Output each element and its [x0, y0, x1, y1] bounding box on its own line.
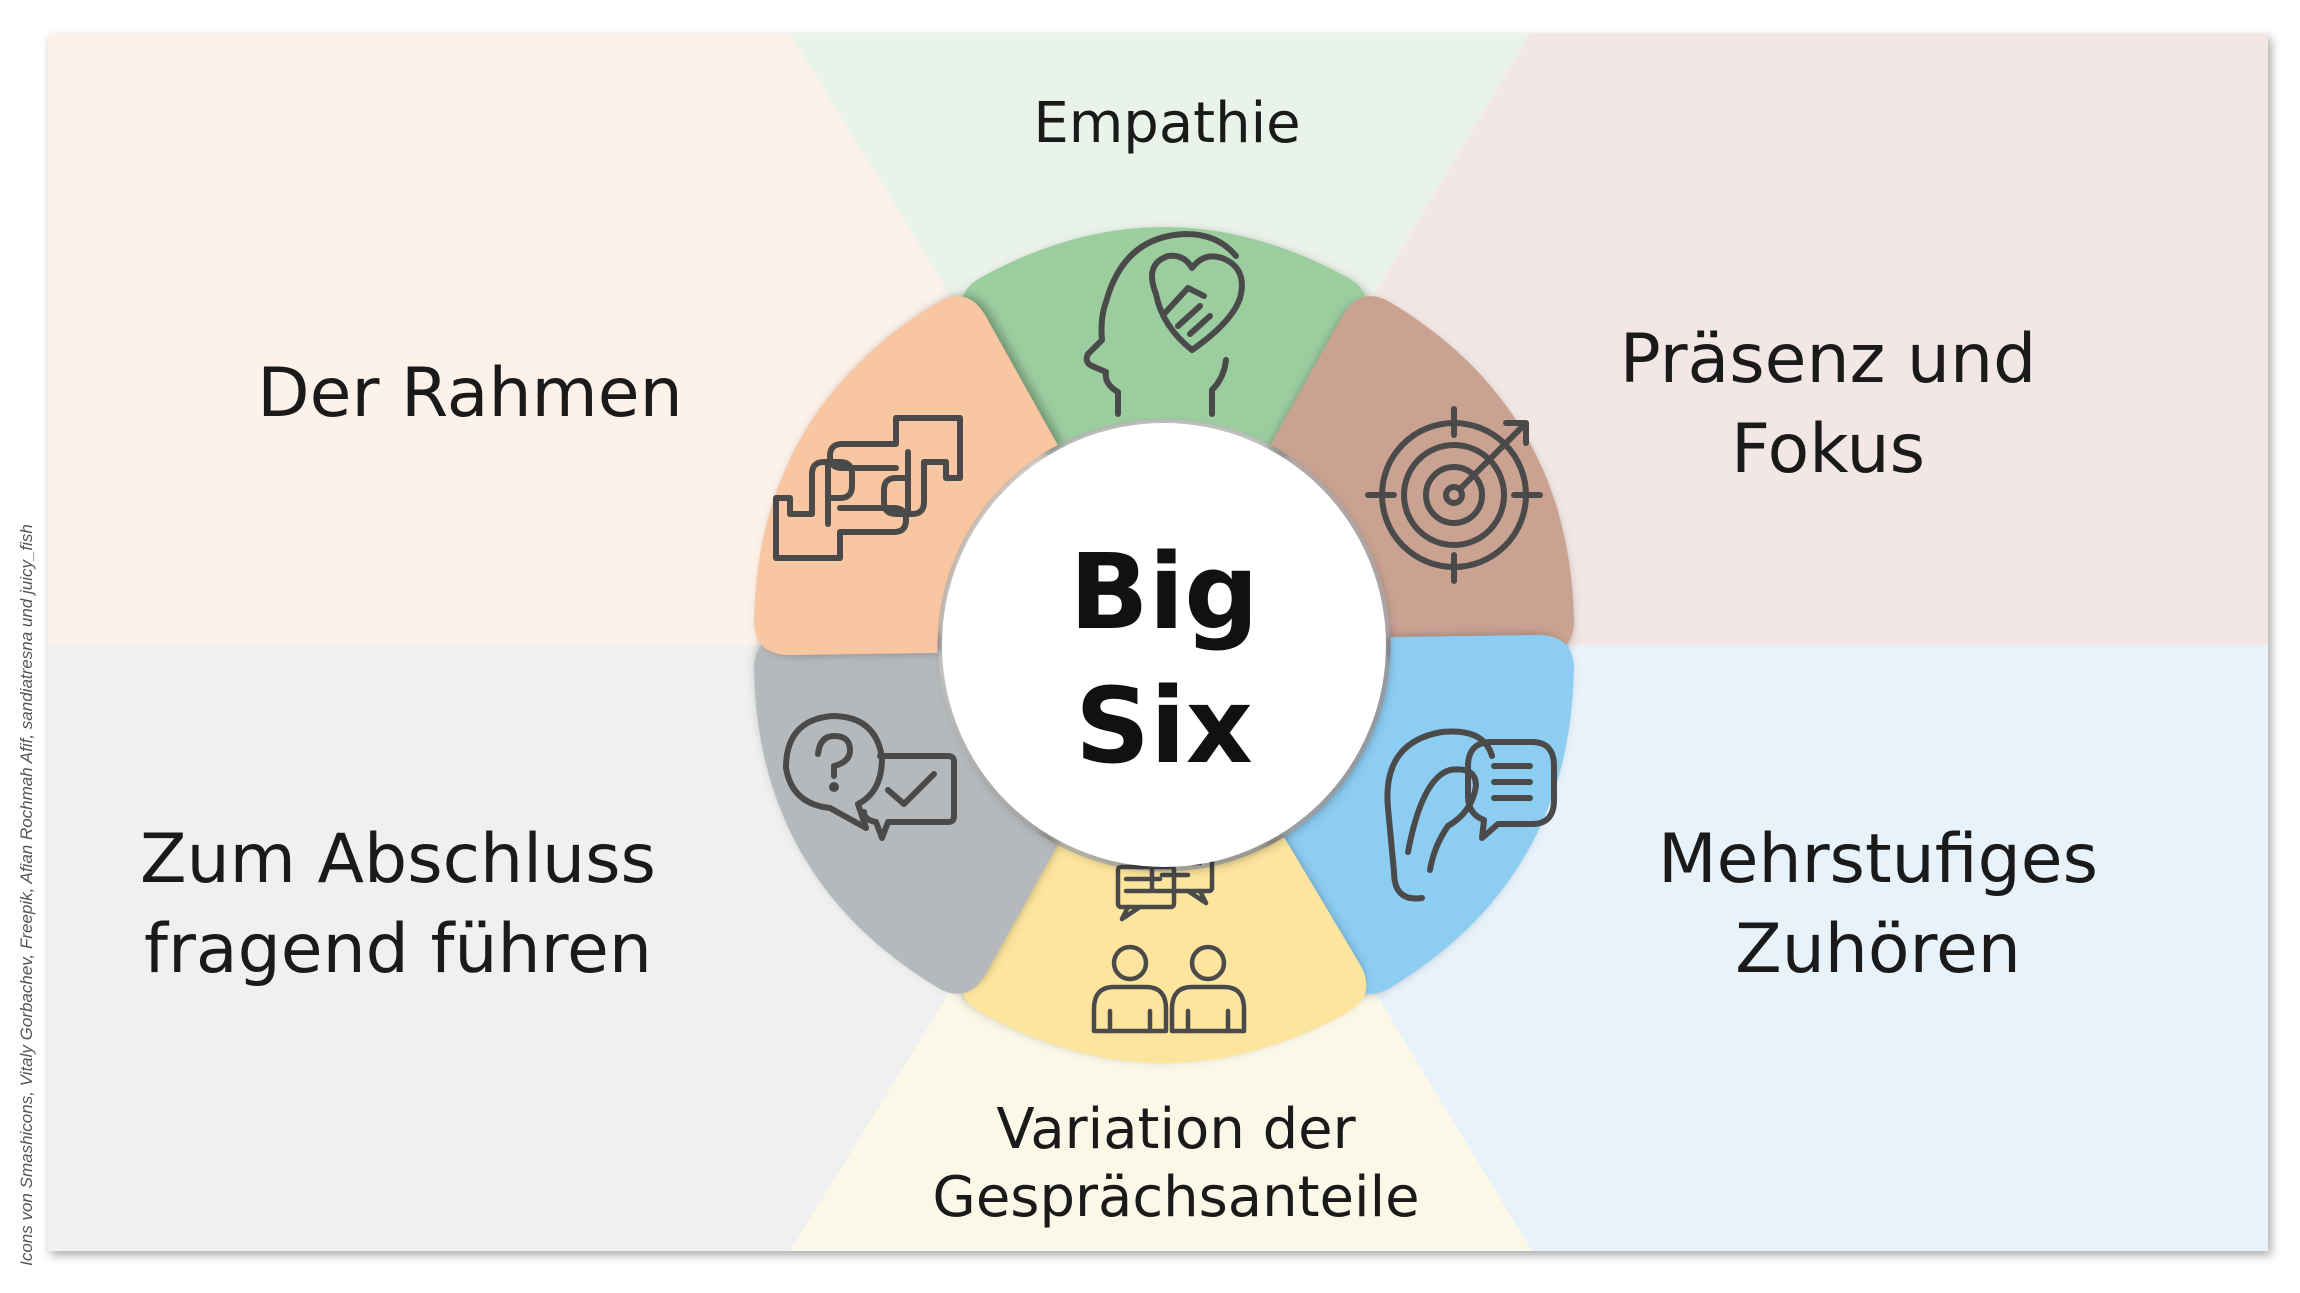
label-der-rahmen: Der Rahmen	[257, 354, 682, 433]
hand-frame-icon	[773, 415, 963, 561]
label-empathie: Empathie	[1033, 91, 1300, 156]
label-abschluss-line2: fragend führen	[144, 910, 652, 989]
target-icon	[1365, 406, 1543, 584]
head-heart-handshake-icon	[1083, 231, 1245, 417]
ear-speech-icon	[1384, 728, 1557, 902]
petal-top[interactable]	[961, 227, 1367, 453]
center-title-line2: Six	[1075, 665, 1253, 787]
label-zuhoeren-line1: Mehrstufiges	[1658, 820, 2098, 899]
petal-upper-right[interactable]	[1229, 261, 1627, 724]
label-zuhoeren-line2: Zuhören	[1735, 910, 2021, 989]
petal-lower-right[interactable]	[1229, 566, 1627, 1029]
center-title-line1: Big	[1069, 531, 1258, 653]
petal-lower-left[interactable]	[701, 566, 1099, 1029]
question-check-bubbles-icon	[783, 713, 957, 841]
label-variation-line1: Variation der	[996, 1097, 1356, 1162]
petal-bottom[interactable]	[961, 837, 1367, 1063]
label-praesenz-line2: Fokus	[1731, 410, 1925, 489]
center-circle	[942, 423, 1386, 867]
label-praesenz-line1: Präsenz und	[1620, 320, 2036, 399]
label-variation-line2: Gesprächsanteile	[932, 1165, 1419, 1230]
label-abschluss-line1: Zum Abschluss	[140, 820, 656, 899]
icon-credits: Icons von Smashicons, Vitaly Gorbachev, …	[17, 524, 36, 1266]
